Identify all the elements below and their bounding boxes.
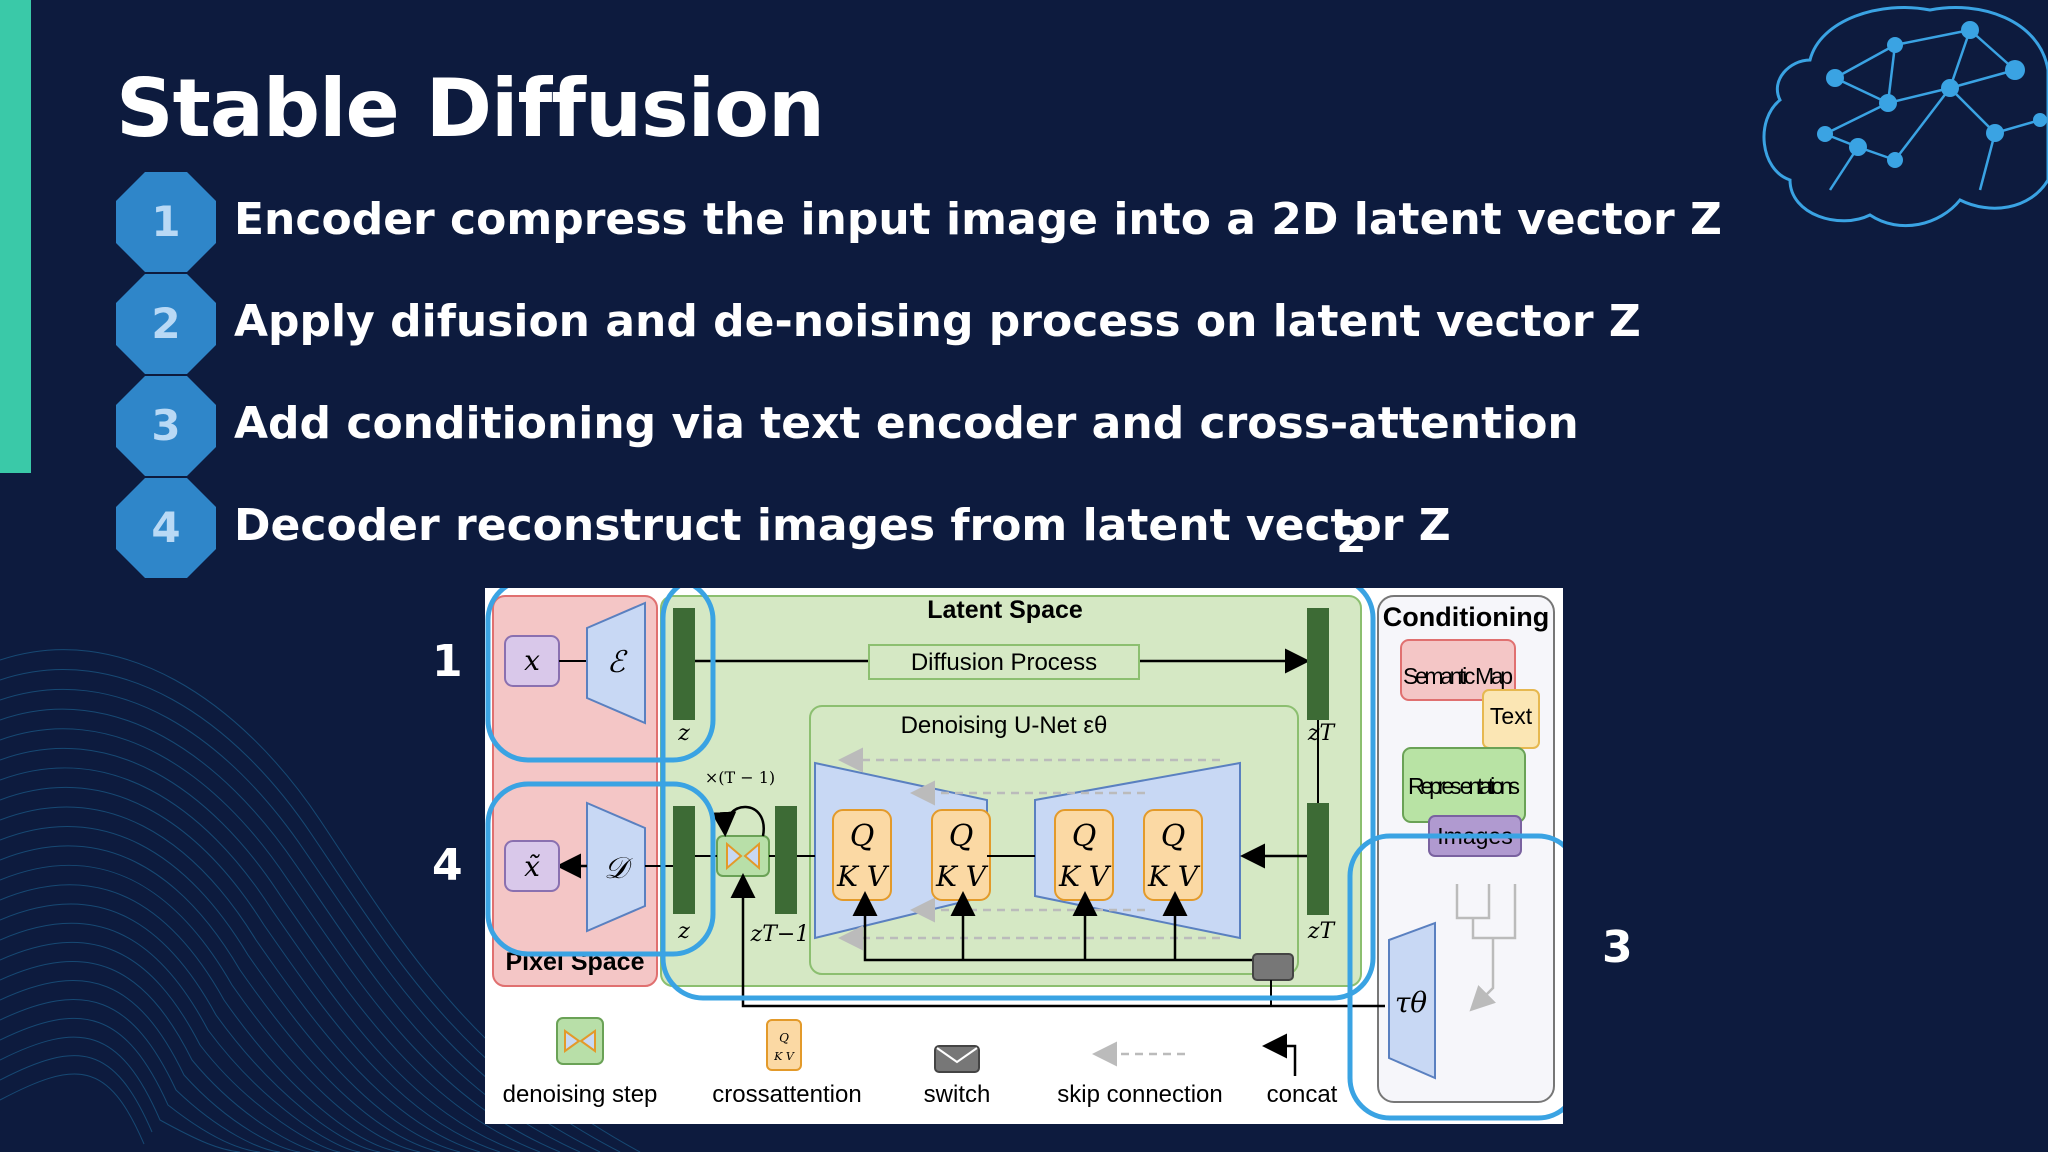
latent-zT-input-bar: [1307, 803, 1329, 915]
semantic-map-label: Semantic Map: [1403, 663, 1513, 689]
legend-crossattention-icon: [766, 1019, 802, 1071]
svg-text:K V: K V: [773, 1050, 795, 1063]
z-lower-label: z: [677, 919, 690, 944]
times-T-minus-1-label: ×(T − 1): [705, 768, 775, 787]
representations-label: Repres entations: [1408, 773, 1520, 799]
decoder-block: [586, 801, 646, 933]
zT-label: zT: [1307, 721, 1337, 746]
highlight-outlines: [485, 588, 1563, 1121]
encoder-block: [586, 601, 646, 725]
latent-space-label: Latent Space: [927, 596, 1083, 624]
svg-text:Q: Q: [850, 819, 875, 854]
legend-concat-label: concat: [1267, 1081, 1338, 1108]
legend-denoising-step-label: denoising step: [503, 1081, 658, 1108]
svg-text:Q: Q: [949, 819, 974, 854]
output-image-box: [504, 840, 560, 892]
svg-text:Q: Q: [1072, 819, 1097, 854]
svg-text:K V: K V: [935, 860, 989, 893]
text-encoder-block: [1388, 921, 1436, 1080]
accent-bar: [0, 0, 31, 473]
marker-1: 1: [432, 636, 463, 687]
highlight-decoder: [485, 781, 716, 957]
text-label: Text: [1490, 703, 1533, 729]
highlight-latent: [660, 588, 1376, 1001]
crossattention-block: Q K V: [1143, 809, 1203, 901]
denoising-step-block: [716, 835, 770, 877]
encoder-symbol: ℰ: [607, 645, 628, 680]
hexagon-badge-icon: [116, 478, 216, 578]
legend-concat-icon: [1262, 1033, 1297, 1076]
step-number: 3: [151, 401, 181, 450]
diffusion-process-box: [868, 644, 1140, 680]
wave-pattern-decoration: [0, 649, 641, 1152]
zT-1-label: zT−1: [750, 922, 810, 947]
crossattention-block: Q K V: [931, 809, 991, 901]
latent-z-output-bar: [673, 806, 695, 914]
svg-text:K V: K V: [1147, 860, 1201, 893]
x-symbol: x: [524, 644, 540, 677]
diffusion-process-label: Diffusion Process: [911, 649, 1097, 676]
step-1: 1 Encoder compress the input image into …: [116, 172, 1816, 272]
hexagon-badge-icon: [116, 376, 216, 476]
latent-zT-bar: [1307, 608, 1329, 720]
x-tilde-symbol: x̃: [524, 850, 540, 883]
svg-text:K V: K V: [836, 860, 890, 893]
step-2: 2 Apply difusion and de-noising process …: [116, 274, 1816, 374]
step-number: 4: [151, 503, 181, 552]
brain-network-icon: [1762, 5, 2048, 228]
latent-zT-1-bar: [775, 806, 797, 914]
step-number: 1: [151, 197, 181, 246]
switch-block: [1252, 953, 1294, 981]
hexagon-badge-icon: [116, 172, 216, 272]
highlight-conditioning: [1347, 833, 1563, 1121]
highlight-encoder: [485, 588, 716, 763]
svg-text:K V: K V: [1058, 860, 1112, 893]
z-label: z: [677, 721, 690, 746]
hexagon-badge-icon: [116, 274, 216, 374]
marker-4: 4: [432, 840, 463, 891]
crossattention-block: Q K V: [1054, 809, 1114, 901]
marker-3: 3: [1602, 922, 1633, 973]
legend: denoising step Q K V crossattention swit…: [503, 1017, 1338, 1108]
zT-lower-label: zT: [1307, 919, 1337, 944]
latent-z-bar: [673, 608, 695, 720]
svg-text:Q: Q: [779, 1031, 789, 1045]
step-4: 4 Decoder reconstruct images from latent…: [116, 478, 1816, 578]
slide-title: Stable Diffusion: [116, 62, 825, 155]
step-text: Apply difusion and de-noising process on…: [234, 296, 1641, 347]
crossattention-block: Q K V: [832, 809, 892, 901]
stable-diffusion-diagram: Pixel Space Latent Space Conditioning x …: [485, 588, 1563, 1124]
marker-2: 2: [1336, 512, 1367, 563]
step-text: Decoder reconstruct images from latent v…: [234, 500, 1451, 551]
conditioning-label: Conditioning: [1383, 602, 1549, 632]
step-text: Encoder compress the input image into a …: [234, 194, 1722, 245]
step-number: 2: [151, 299, 181, 348]
tau-theta-symbol: τθ: [1395, 986, 1427, 1019]
svg-text:Q: Q: [1161, 819, 1186, 854]
legend-skip-connection-label: skip connection: [1057, 1081, 1222, 1108]
legend-switch-icon: [934, 1045, 980, 1073]
step-text: Add conditioning via text encoder and cr…: [234, 398, 1579, 449]
semantic-map-box: [1400, 639, 1516, 701]
legend-crossattention-label: crossattention: [712, 1081, 861, 1108]
legend-switch-label: switch: [924, 1081, 991, 1108]
step-3: 3 Add conditioning via text encoder and …: [116, 376, 1816, 476]
denoising-unet-label: Denoising U-Net εθ: [901, 712, 1108, 739]
